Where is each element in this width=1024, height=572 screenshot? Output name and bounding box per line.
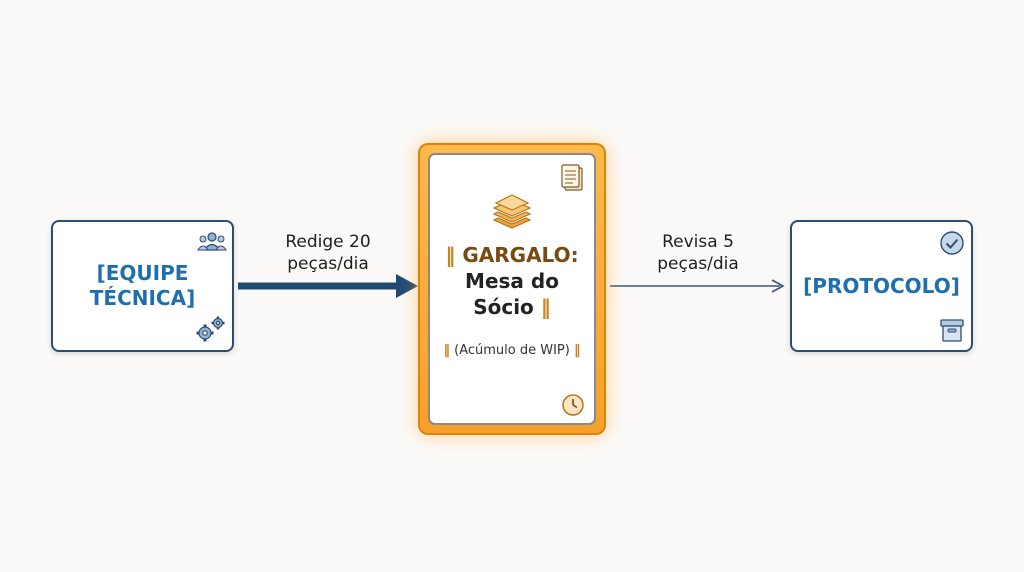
output-rate-line1: Revisa 5: [662, 232, 734, 252]
output-rate-line2: peças/dia: [657, 254, 739, 275]
thick-input-arrow-head: [396, 274, 418, 298]
protocol-node: [PROTOCOLO]: [790, 220, 973, 352]
layers-icon: [492, 194, 532, 229]
thin-output-arrow-head: [771, 279, 785, 293]
team-node-label: [EQUIPE TÉCNICA]: [90, 261, 195, 311]
input-rate-line2: peças/dia: [287, 254, 369, 275]
team-node: [EQUIPE TÉCNICA]: [51, 220, 234, 352]
team-icon: [197, 232, 227, 251]
bottleneck-title-line2: Mesa do: [465, 269, 559, 293]
team-node-label-line2: TÉCNICA]: [89, 286, 196, 310]
input-rate-line1: Redige 20: [285, 232, 371, 252]
bottleneck-title-line1: ‖ GARGALO:: [428, 242, 596, 268]
gears-icon: [196, 316, 225, 342]
input-rate-label: Redige 20 peças/dia: [256, 231, 400, 275]
bottleneck-title-prefix: GARGALO:: [462, 243, 579, 267]
document-icon: [561, 164, 583, 191]
bottleneck-title: ‖ GARGALO: Mesa do Sócio ‖: [428, 242, 596, 320]
protocol-node-label: [PROTOCOLO]: [803, 273, 960, 298]
sub-bar-glyph-left: ‖: [443, 343, 451, 358]
bar-glyph-right: ‖: [540, 295, 551, 319]
bottleneck-subtitle-text: (Acúmulo de WIP): [454, 343, 570, 358]
bottleneck-title-line3-text: Sócio: [473, 295, 534, 319]
bar-glyph-left: ‖: [445, 243, 456, 267]
bottleneck-title-line3: Sócio ‖: [428, 294, 596, 320]
archive-box-icon: [940, 319, 964, 342]
sub-bar-glyph-right: ‖: [574, 343, 581, 358]
output-rate-label: Revisa 5 peças/dia: [628, 231, 768, 275]
team-node-label-line1: [EQUIPE: [96, 261, 189, 285]
bottleneck-subtitle: ‖ (Acúmulo de WIP) ‖: [428, 343, 596, 358]
clock-icon: [562, 394, 584, 416]
check-circle-icon: [940, 231, 964, 255]
